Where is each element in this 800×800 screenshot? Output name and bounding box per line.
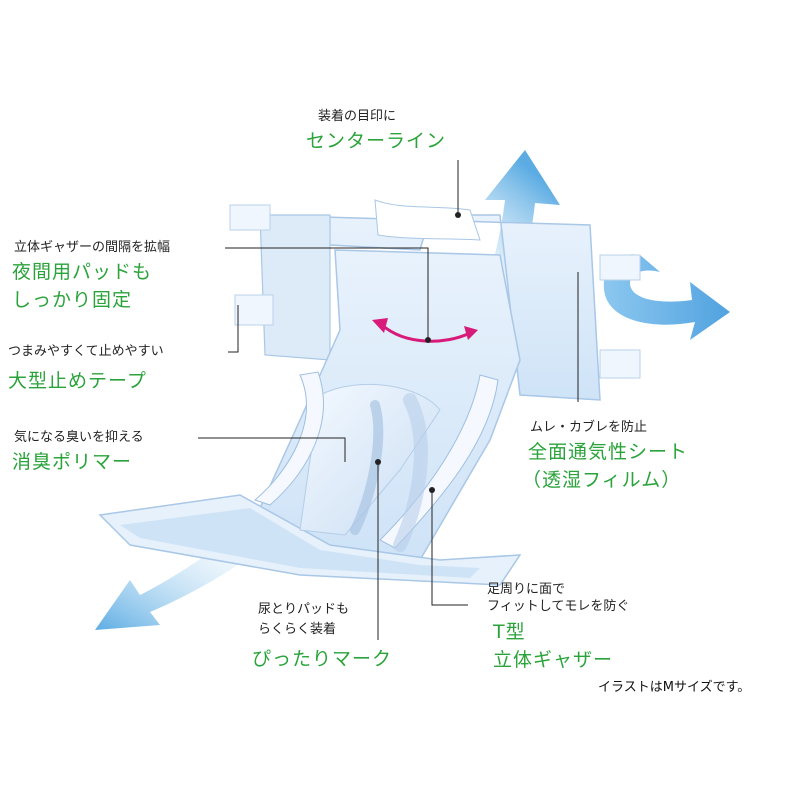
center-line-title: センターライン — [306, 130, 447, 152]
gather-spacing-title-2: しっかり固定 — [12, 289, 133, 311]
breathable-title-1: 全面通気性シート — [528, 441, 689, 463]
tape-caption: つまみやすくて止めやすい — [8, 344, 164, 359]
pad-mark-title: ぴったりマーク — [252, 648, 393, 670]
tape-title: 大型止めテープ — [8, 370, 147, 392]
airflow-arrow-right — [603, 254, 730, 340]
breathable-title-2: （透湿フィルム） — [522, 469, 682, 491]
odor-title: 消臭ポリマー — [12, 451, 133, 473]
leg-gather-title-2: 立体ギャザー — [493, 649, 614, 671]
gather-spacing-caption: 立体ギャザーの間隔を拡幅 — [14, 240, 171, 255]
breathable-caption: ムレ・カブレを防止 — [530, 420, 648, 435]
center-line-caption: 装着の目印に — [318, 109, 397, 124]
odor-caption: 気になる臭いを抑える — [14, 430, 144, 445]
gather-spacing-title-1: 夜間用パッドも — [12, 261, 153, 283]
leg-gather-title-1: T型 — [493, 621, 526, 643]
leader-lines — [198, 160, 579, 640]
leg-gather-caption-1: 足周りに面で — [487, 582, 566, 597]
leg-gather-caption-2: フィットしてモレを防ぐ — [487, 599, 630, 614]
pad-mark-caption-2: らくらく装着 — [258, 622, 337, 637]
diaper-body — [98, 199, 641, 586]
pad-mark-caption-1: 尿とりパッドも — [258, 602, 350, 617]
size-note: イラストはMサイズです。 — [598, 680, 751, 695]
